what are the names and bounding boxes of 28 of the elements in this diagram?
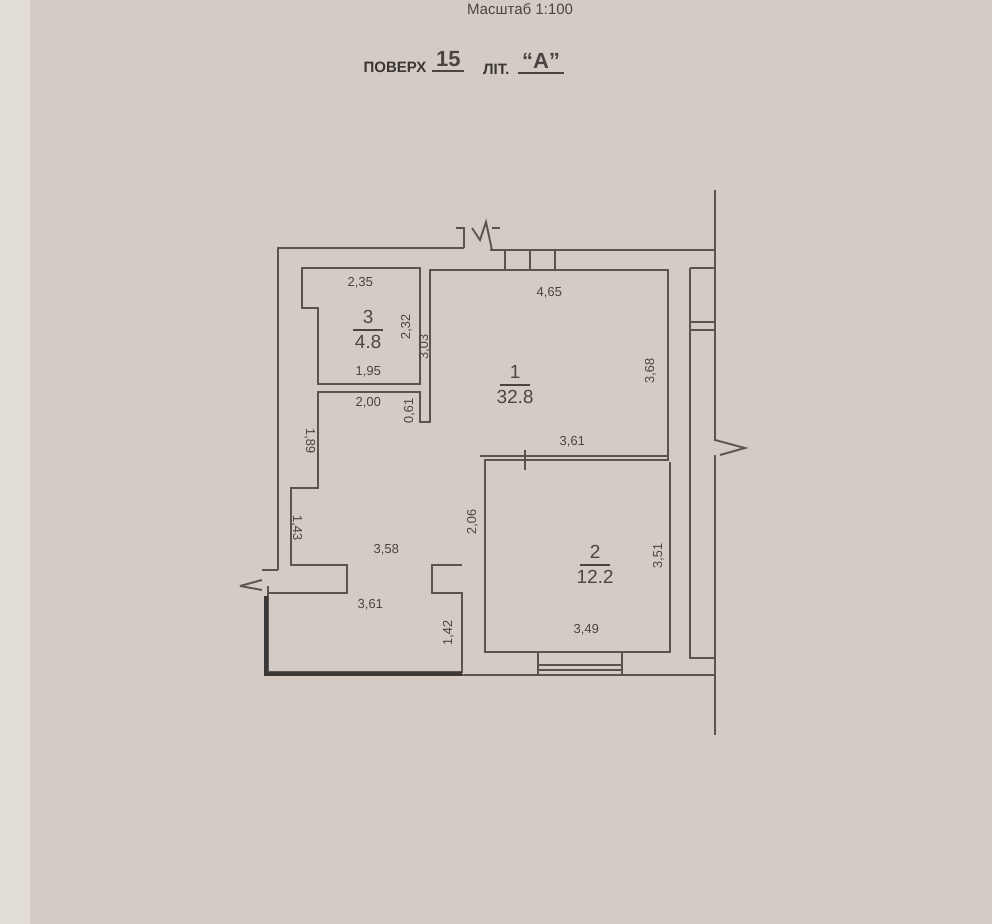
heading-text: ПОВЕРХ <box>364 60 426 74</box>
dimension-label: 3,58 <box>374 542 399 554</box>
dimension-label: 3,68 <box>642 357 656 383</box>
dimension-label: 3,03 <box>416 333 430 359</box>
room-area: 12.2 <box>576 568 614 587</box>
room-number: 1 <box>500 363 530 386</box>
dimension-label: 0,61 <box>402 397 415 423</box>
room-area: 32.8 <box>496 388 534 407</box>
dimension-label: 1,95 <box>356 364 381 376</box>
room-number: 3 <box>352 308 384 331</box>
dimension-label: 3,61 <box>560 434 585 446</box>
dimension-label: 2,32 <box>398 313 412 339</box>
dimension-label: 2,06 <box>464 508 478 534</box>
heading-value: 15 <box>432 48 464 72</box>
dimension-label: 1,42 <box>440 619 454 645</box>
dimension-label: 2,35 <box>348 274 373 288</box>
dimension-label: 3,51 <box>650 542 664 568</box>
room-area: 4.8 <box>354 333 382 352</box>
heading-value: “А” <box>518 50 564 74</box>
dimension-label: 2,00 <box>356 394 381 408</box>
dimension-label: 3,49 <box>574 622 599 634</box>
dimension-label: 1,43 <box>290 514 304 540</box>
scale-note: Масштаб 1:100 <box>467 2 573 17</box>
dimension-label: 1,89 <box>304 427 317 453</box>
room-number: 2 <box>580 543 610 566</box>
dimension-label: 3,61 <box>358 596 383 610</box>
dimension-label: 4,65 <box>536 284 562 298</box>
heading-text: ЛІТ. <box>483 62 510 76</box>
